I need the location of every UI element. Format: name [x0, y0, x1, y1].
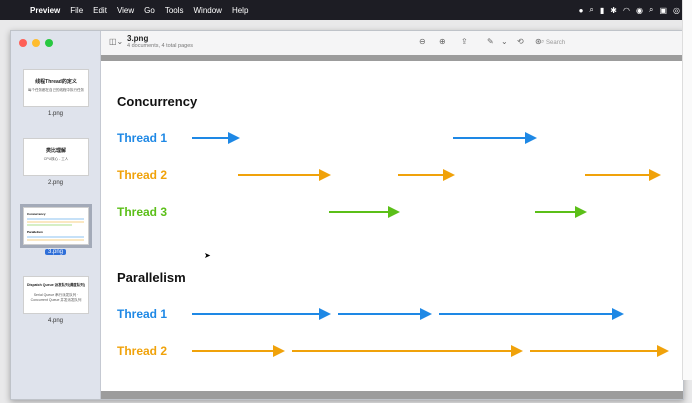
control-center-icon[interactable]: ▣: [659, 5, 668, 15]
parallelism-heading: Parallelism: [117, 270, 186, 285]
chevron-down-icon[interactable]: ⌄: [501, 37, 508, 46]
thumbnail-subtitle: CPU核心 - 工人: [43, 157, 69, 161]
document-subtitle: 4 documents, 4 total pages: [127, 43, 194, 49]
thumbnail-label[interactable]: 2.png: [47, 180, 63, 186]
menu-bar: Preview File Edit View Go Tools Window H…: [0, 0, 692, 20]
menu-file[interactable]: File: [70, 5, 84, 15]
thumbnail-1[interactable]: 线程Thread的定义 每个任务都在自己的线程中执行任务: [23, 69, 89, 107]
concurrency-heading: Concurrency: [117, 94, 198, 109]
thumbnail-label[interactable]: 1.png: [47, 111, 63, 117]
thumbnail-sidebar: 线程Thread的定义 每个任务都在自己的线程中执行任务 1.png 类比理解 …: [11, 31, 101, 399]
search-menu-icon[interactable]: ⌕: [589, 5, 594, 14]
thumb-parallelism-text: Parallelism: [27, 230, 43, 234]
sidebar-toggle-icon[interactable]: ◫⌄: [109, 37, 124, 46]
slide-page: Concurrency Thread 1 Thread 2 Thread 3 P…: [101, 61, 683, 391]
page-viewer[interactable]: Concurrency Thread 1 Thread 2 Thread 3 P…: [101, 55, 683, 399]
close-button[interactable]: [19, 39, 27, 47]
menu-view[interactable]: View: [116, 5, 135, 15]
parallelism-thread-1-label: Thread 1: [117, 307, 168, 321]
window-controls: [19, 39, 53, 47]
menu-go[interactable]: Go: [144, 5, 155, 15]
annotate-icon[interactable]: ⊛: [535, 37, 542, 46]
thumbnail-subtitle: 每个任务都在自己的线程中执行任务: [28, 88, 84, 92]
thumbnail-3-preview: Concurrency Parallelism: [27, 212, 84, 241]
zoom-in-icon[interactable]: ⊕: [439, 37, 446, 46]
menu-app-name[interactable]: Preview: [30, 5, 61, 15]
parallelism-thread-2-label: Thread 2: [117, 344, 168, 358]
share-icon[interactable]: ⇪: [461, 37, 468, 46]
preview-window: 线程Thread的定义 每个任务都在自己的线程中执行任务 1.png 类比理解 …: [10, 30, 684, 400]
concurrency-thread-1-label: Thread 1: [117, 131, 168, 145]
thumbnail-2[interactable]: 类比理解 CPU核心 - 工人: [23, 138, 89, 176]
markup-icon[interactable]: ✎: [487, 37, 494, 46]
thumbnail-4[interactable]: Dispatch Queue 派发队列(调度队列) Serial Queue 串…: [23, 276, 89, 314]
search-placeholder: Search: [546, 39, 566, 46]
record-icon[interactable]: ●: [578, 5, 584, 15]
zoom-out-icon[interactable]: ⊖: [419, 37, 426, 46]
mouse-cursor-icon: ➤: [204, 251, 211, 260]
search-field[interactable]: ⌕ Search: [541, 36, 611, 49]
wifi-icon[interactable]: ◠: [623, 5, 630, 15]
zoom-button[interactable]: [45, 39, 53, 47]
document-title: 3.png: [127, 34, 149, 43]
concurrency-thread-2-label: Thread 2: [117, 168, 168, 182]
menu-edit[interactable]: Edit: [93, 5, 107, 15]
right-edge-panel: [682, 0, 692, 380]
thumbnail-title: Dispatch Queue 派发队列(调度队列): [27, 283, 85, 287]
toolbar: ◫⌄ 3.png 4 documents, 4 total pages ⊖ ⊕ …: [101, 31, 683, 56]
thumbnail-title: 线程Thread的定义: [35, 79, 77, 85]
thumbnail-label[interactable]: 3.png: [11, 249, 100, 255]
menu-help[interactable]: Help: [231, 5, 249, 15]
minimize-button[interactable]: [32, 39, 40, 47]
status-icons: ● ⌕ ▮ ✱ ◠ ◉ ⌕ ▣ ◎: [579, 0, 680, 20]
thumb-concurrency-text: Concurrency: [27, 212, 46, 216]
thumbnail-title: 类比理解: [45, 148, 66, 154]
selected-label: 3.png: [44, 249, 66, 255]
spotlight-icon[interactable]: ⌕: [648, 5, 654, 14]
thumbnail-3[interactable]: Concurrency Parallelism: [20, 204, 92, 248]
user-icon[interactable]: ◉: [635, 5, 643, 15]
concurrency-thread-3-label: Thread 3: [117, 205, 168, 219]
battery-icon[interactable]: ▮: [599, 5, 605, 15]
menu-window[interactable]: Window: [193, 5, 222, 15]
rotate-icon[interactable]: ⟲: [517, 37, 524, 46]
timeline-arrows: [192, 132, 669, 357]
thumbnail-subtitle: Serial Queue 串行派发队列 · Concurrent Queue 并…: [30, 293, 82, 302]
bluetooth-icon[interactable]: ✱: [610, 5, 617, 15]
siri-icon[interactable]: ◎: [673, 5, 680, 15]
thumbnail-label[interactable]: 4.png: [47, 318, 63, 324]
search-icon: ⌕: [541, 39, 547, 45]
menu-tools[interactable]: Tools: [164, 5, 184, 15]
